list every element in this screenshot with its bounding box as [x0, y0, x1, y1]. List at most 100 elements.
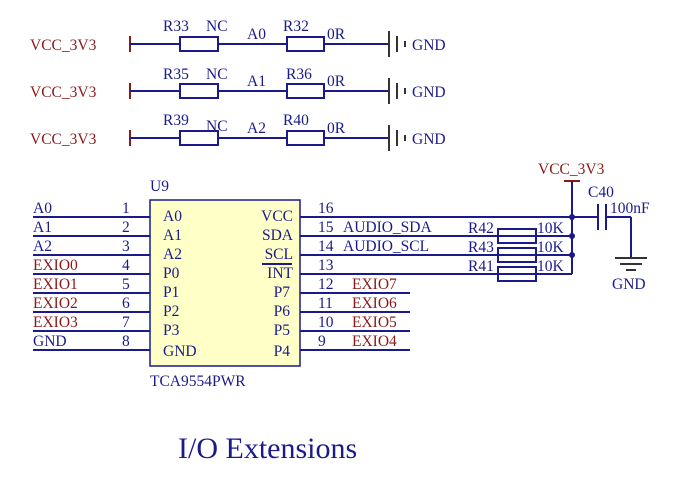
chip-body: [149, 199, 301, 367]
resistor-value: 0R: [327, 26, 346, 43]
pin-net: EXIO0: [33, 257, 78, 274]
ground-symbol: [615, 257, 647, 271]
resistor-ref: R42: [468, 220, 494, 237]
pin-net: EXIO4: [352, 333, 397, 350]
net-label: A0: [247, 26, 266, 43]
net-label: A2: [247, 120, 266, 137]
pin-net: A0: [33, 200, 52, 217]
resistor-value: 10K: [537, 220, 565, 237]
pin-net: A1: [33, 219, 52, 236]
pin-number: 6: [122, 295, 130, 312]
power-row-2: VCC_3V3 R39 NC A2 R40 0R GND: [30, 112, 446, 151]
resistor-r41: [497, 266, 537, 282]
junction: [569, 252, 575, 258]
gnd-label: GND: [412, 84, 446, 101]
resistor-ref: R39: [163, 112, 189, 129]
resistor-ref: R43: [468, 239, 494, 256]
pin-name: VCC: [261, 208, 293, 225]
cap-value: 100nF: [610, 200, 650, 217]
pin-name: SCL: [265, 246, 293, 263]
resistor-r32: [286, 36, 325, 52]
pin-number: 1: [122, 200, 130, 217]
pullup-resistors: R42 R43 R41 10K 10K 10K: [468, 220, 565, 282]
chip-part: TCA9554PWR: [150, 373, 246, 390]
chip-ref: U9: [150, 178, 169, 195]
pin-net: EXIO5: [352, 314, 397, 331]
pin-name: P2: [163, 303, 179, 320]
pin-net: EXIO6: [352, 295, 397, 312]
junction: [569, 233, 575, 239]
resistor-r42: [497, 228, 537, 244]
pin-name: GND: [163, 343, 197, 360]
resistor-value: NC: [206, 118, 228, 135]
resistor-r35: [179, 83, 219, 99]
pin-name: A2: [163, 246, 182, 263]
pin-name: P4: [274, 343, 291, 360]
power-row-1: VCC_3V3 R35 NC A1 R36 0R GND: [30, 66, 446, 104]
right-pins: 16 VCC 15 AUDIO_SDA SDA 14 AUDIO_SCL SCL…: [261, 200, 572, 360]
pin-name: P5: [274, 322, 291, 339]
pin-number: 11: [318, 295, 333, 312]
resistor-value: 0R: [327, 120, 346, 137]
pin-number: 5: [122, 276, 130, 293]
ground-symbol: [388, 125, 406, 151]
net-label: A1: [247, 73, 266, 90]
pin-net: EXIO3: [33, 314, 78, 331]
pin-number: 4: [122, 257, 130, 274]
pin-number: 16: [318, 200, 334, 217]
pin-name: A0: [163, 208, 182, 225]
resistor-r43: [497, 247, 537, 263]
pin-number: 7: [122, 314, 130, 331]
pin-net: A2: [33, 238, 52, 255]
pin-name: P6: [274, 303, 291, 320]
page-title: I/O Extensions: [178, 432, 357, 465]
pin-name: INT: [267, 265, 293, 282]
resistor-r40: [286, 130, 325, 146]
gnd-label: GND: [612, 276, 646, 293]
pin-name: P0: [163, 265, 180, 282]
pin-number: 13: [318, 257, 334, 274]
vcc-label: VCC_3V3: [30, 84, 97, 101]
gnd-label: GND: [412, 131, 446, 148]
gnd-label: GND: [412, 37, 446, 54]
pin-number: 3: [122, 238, 130, 255]
resistor-value: 10K: [537, 258, 565, 275]
resistor-ref: R33: [163, 18, 189, 35]
vcc-label: VCC_3V3: [30, 37, 97, 54]
cap-ref: C40: [588, 184, 614, 201]
pin-name: P1: [163, 284, 179, 301]
resistor-ref: R32: [283, 18, 309, 35]
ground-symbol: [388, 31, 406, 57]
ground-symbol: [388, 78, 406, 104]
capacitor-c40: C40 100nF: [572, 184, 650, 258]
vcc-label: VCC_3V3: [538, 161, 605, 178]
resistor-ref: R40: [283, 112, 309, 129]
pin-name: SDA: [262, 227, 294, 244]
pin-name: P3: [163, 322, 180, 339]
resistor-r33: [179, 36, 219, 52]
power-row-0: VCC_3V3 R33 NC A0 R32 0R GND: [30, 18, 446, 57]
resistor-value: 10K: [537, 239, 565, 256]
pin-net: EXIO2: [33, 295, 78, 312]
resistor-value: 0R: [327, 73, 346, 90]
pin-number: 8: [122, 333, 130, 350]
pin-number: 2: [122, 219, 130, 236]
pin-net: EXIO1: [33, 276, 78, 293]
pin-number: 9: [318, 333, 326, 350]
pin-number: 12: [318, 276, 334, 293]
pin-number: 10: [318, 314, 334, 331]
pin-name: P7: [274, 284, 291, 301]
vcc-label: VCC_3V3: [30, 131, 97, 148]
resistor-ref: R36: [286, 66, 312, 83]
pin-number: 15: [318, 219, 334, 236]
pin-name: A1: [163, 227, 182, 244]
resistor-ref: R35: [163, 66, 189, 83]
pin-net: AUDIO_SDA: [343, 219, 433, 236]
resistor-value: NC: [206, 18, 228, 35]
resistor-r36: [286, 83, 325, 99]
resistor-ref: R41: [468, 258, 494, 275]
pin-net: EXIO7: [352, 276, 397, 293]
pin-net: AUDIO_SCL: [343, 238, 429, 255]
pin-net: GND: [33, 333, 67, 350]
